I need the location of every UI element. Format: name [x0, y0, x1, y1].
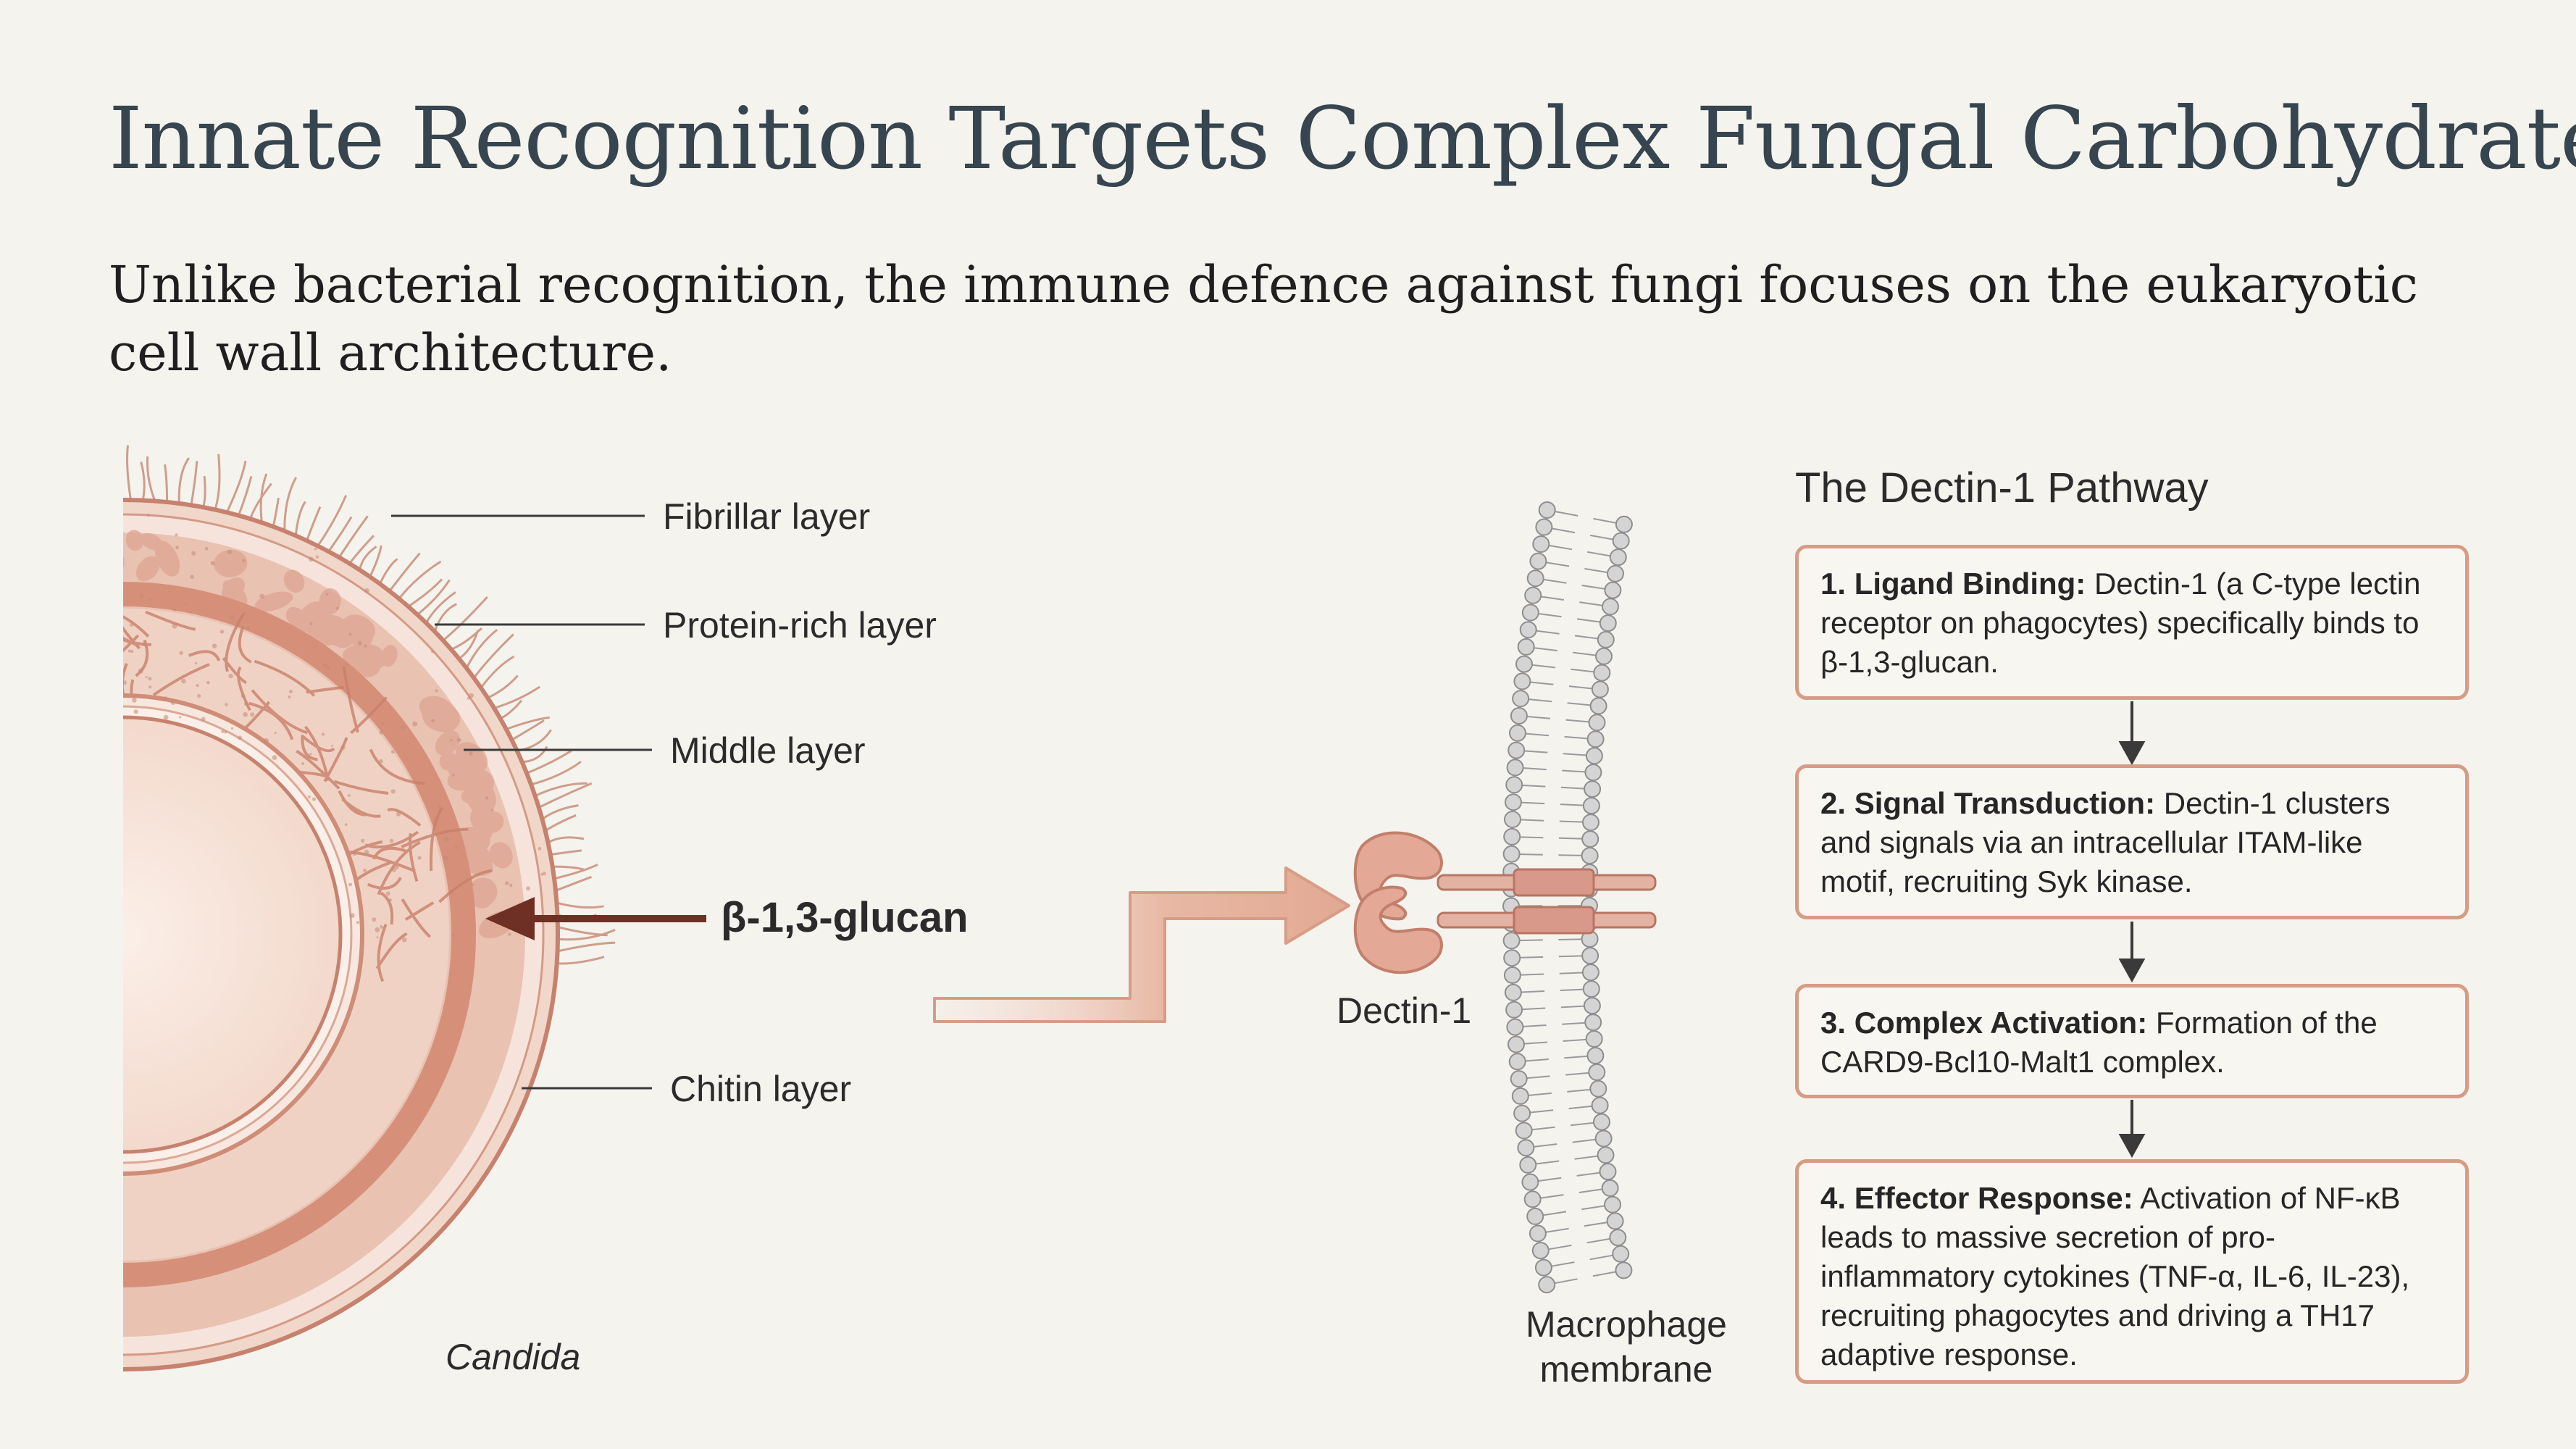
- label-membrane: membrane: [1540, 1349, 1713, 1390]
- pathway-step-3: 3. Complex Activation: Formation of the …: [1795, 984, 2469, 1098]
- glucan-mesh: [123, 610, 493, 982]
- step-2-title: 2. Signal Transduction:: [1820, 786, 2156, 820]
- candida-cell: [123, 445, 616, 1371]
- label-protein-rich-layer: Protein-rich layer: [663, 605, 937, 646]
- label-candida: Candida: [446, 1337, 580, 1377]
- pathway-arrows: [2118, 701, 2146, 1158]
- label-middle-layer: Middle layer: [670, 730, 866, 771]
- glucan-arrow: [485, 897, 706, 940]
- pathway-heading: The Dectin-1 Pathway: [1795, 464, 2209, 511]
- step-4-title: 4. Effector Response:: [1820, 1181, 2133, 1215]
- step-3-title: 3. Complex Activation:: [1820, 1006, 2148, 1040]
- label-fibrillar-layer: Fibrillar layer: [663, 496, 870, 537]
- fibrillar-hairs: [126, 445, 616, 965]
- dectin-1-receptor: [1353, 831, 1657, 974]
- pathway-step-1: 1. Ligand Binding: Dectin-1 (a C-type le…: [1795, 545, 2469, 700]
- label-chitin-layer: Chitin layer: [670, 1069, 851, 1109]
- step-2-text: Dectin-1 clusters and signals via an int…: [1820, 786, 2391, 898]
- pathway-step-4: 4. Effector Response: Activation of NF-κ…: [1795, 1159, 2469, 1384]
- step-3-text: Formation of the CARD9-Bcl10-Malt1 compl…: [1820, 1006, 2378, 1079]
- macrophage-membrane: [1502, 501, 1633, 1294]
- step-1-text: Dectin-1 (a C-type lectin receptor on ph…: [1820, 567, 2421, 679]
- pathway-step-2: 2. Signal Transduction: Dectin-1 cluster…: [1795, 764, 2469, 919]
- protein-blobs: [123, 530, 516, 939]
- step-1-title: 1. Ligand Binding:: [1820, 567, 2086, 601]
- cell-leader-lines: [391, 514, 652, 1090]
- page-subtitle: Unlike bacterial recognition, the immune…: [109, 255, 2418, 383]
- label-beta-glucan: β-1,3-glucan: [721, 894, 969, 941]
- label-dectin-1: Dectin-1: [1337, 990, 1471, 1031]
- label-macrophage: Macrophage: [1526, 1304, 1727, 1345]
- binding-arrow: [933, 867, 1350, 1023]
- page-title: Innate Recognition Targets Complex Funga…: [109, 88, 2576, 188]
- step-4-text: Activation of NF-κB leads to massive sec…: [1820, 1181, 2410, 1371]
